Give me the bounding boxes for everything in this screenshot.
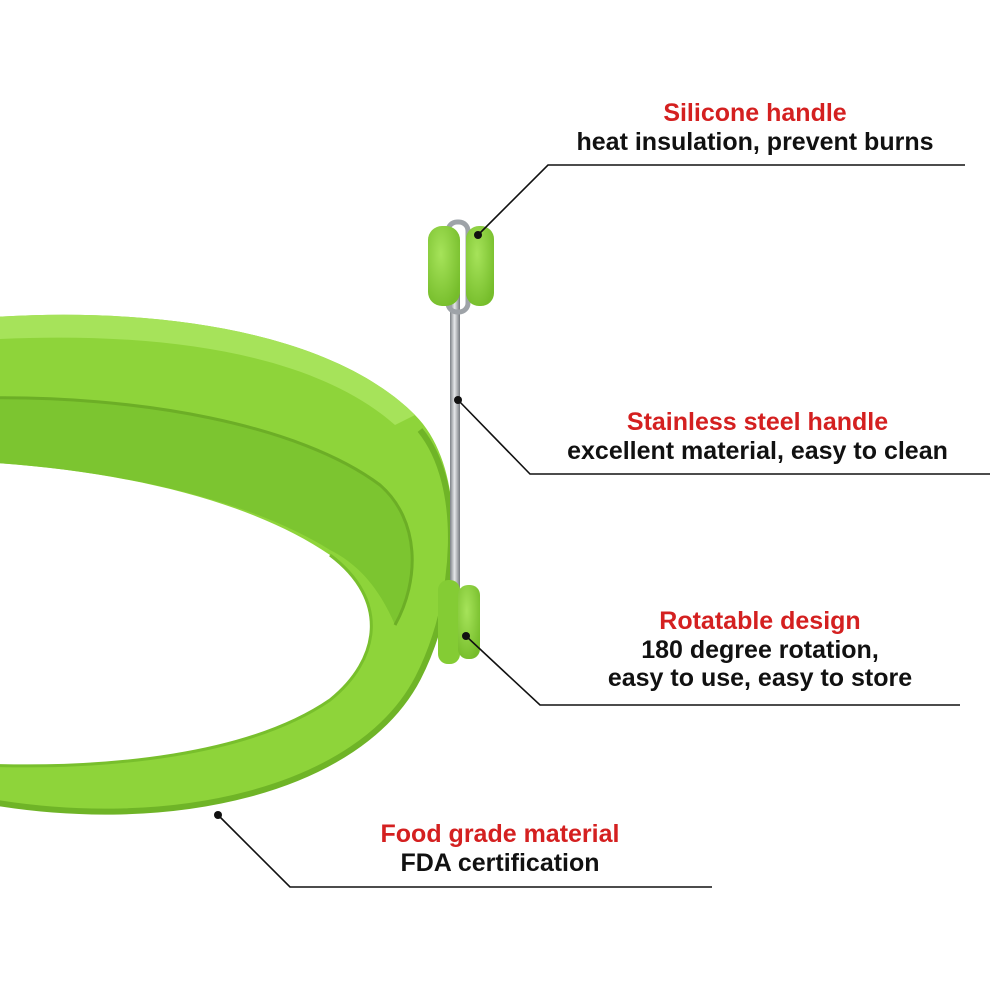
callout-title: Stainless steel handle [626,408,889,436]
leader-food [217,814,712,888]
dot-silicone [474,231,482,239]
ring-inner-wall [0,397,413,625]
leader-dots [214,231,482,819]
callout-description: FDA certification [400,848,600,877]
leader-steel [457,399,990,475]
silicone-egg-ring [0,314,454,815]
steel-rod [450,240,460,630]
ring-ledge-line [0,396,414,626]
callout-description-line-1: 180 degree rotation, [641,635,879,664]
callout-silicone-handle: Silicone handle heat insulation, prevent… [545,99,965,157]
callout-title: Food grade material [380,820,620,848]
silicone-knob-bottom [438,580,480,664]
callout-stainless-steel-handle: Stainless steel handle excellent materia… [535,408,980,466]
callout-description-line-2: easy to use, easy to store [607,663,913,692]
callout-title: Silicone handle [663,99,847,127]
callout-description: excellent material, easy to clean [567,436,948,465]
leader-rotate [465,635,960,706]
callout-description: heat insulation, prevent burns [576,127,934,156]
callout-food-grade-material: Food grade material FDA certification [340,820,660,878]
silicone-knob-top [428,226,494,306]
leader-lines [217,164,990,888]
callout-rotatable-design: Rotatable design 180 degree rotation, ea… [560,607,960,692]
callout-title: Rotatable design [659,607,861,635]
ring-outer-edge [0,428,454,815]
leader-silicone [477,164,965,236]
dot-steel [454,396,462,404]
dot-rotate [462,632,470,640]
dot-food [214,811,222,819]
ring-lower-edge [0,553,373,768]
ring-top-highlight [0,314,415,425]
